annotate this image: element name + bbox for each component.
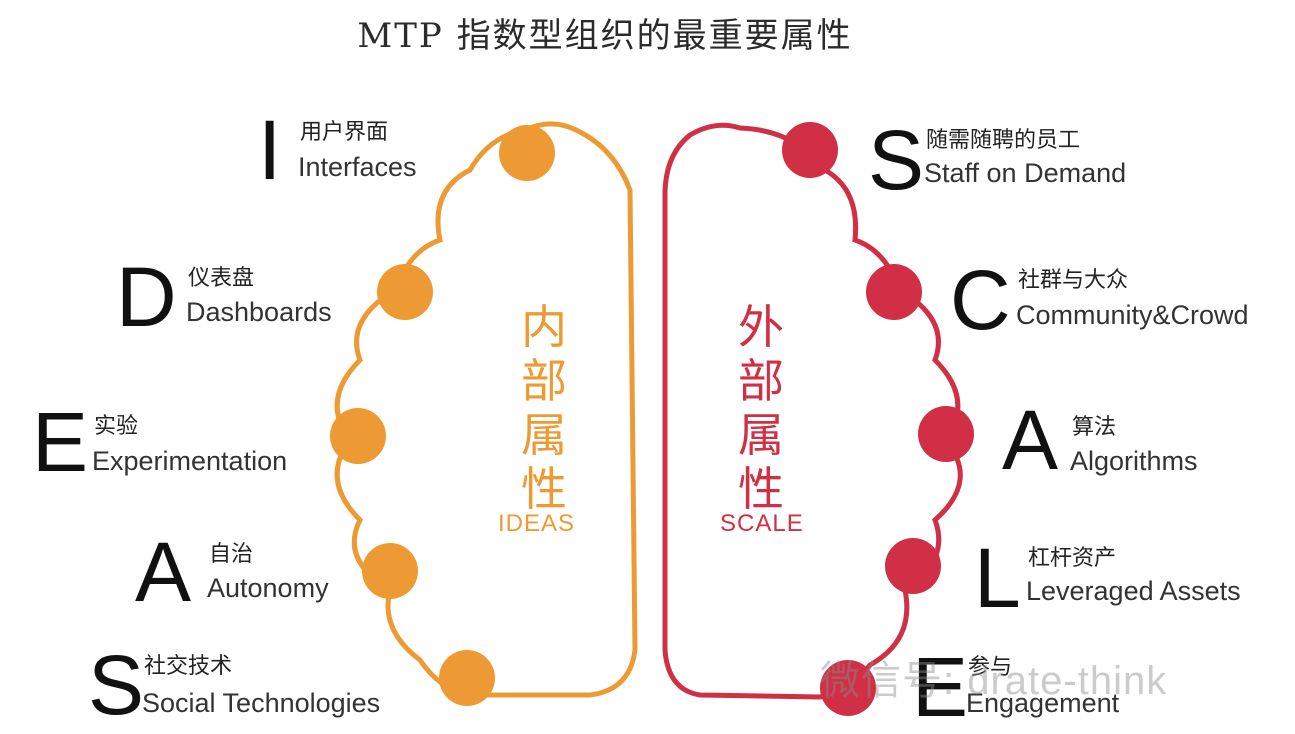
internal-letter-e: E [32,395,89,489]
internal-letter-a: A [135,525,192,619]
external-outline [662,122,963,700]
wechat-watermark: 微信号: drate-think [820,659,1168,703]
external-node-c [866,264,922,320]
external-zh-e: 参与 [968,654,1013,679]
internal-en-i: Interfaces [298,152,417,182]
internal-en-d: Dashboards [186,297,332,327]
external-letter-l: L [974,531,1021,625]
external-en-c: Community&Crowd [1016,300,1249,330]
internal-node-d [377,264,433,320]
internal-zh-s: 社交技术 [144,653,233,678]
external-en-e: Engagement [966,688,1120,718]
internal-outline [334,121,638,698]
internal-label-zh: 内部属性 [521,300,567,516]
external-letter-c: C [950,253,1011,347]
external-en-a: Algorithms [1070,446,1198,476]
internal-label-en: IDEAS [498,510,576,537]
diagram-title: MTP 指数型组织的最重要属性 [357,16,853,56]
internal-node-s [439,650,495,706]
internal-node-e [330,408,386,464]
external-letter-e: E [912,640,969,734]
external-en-l: Leveraged Assets [1026,576,1241,606]
external-letter-a: A [1002,393,1059,487]
external-en-s: Staff on Demand [924,158,1127,188]
internal-en-s: Social Technologies [142,688,381,718]
internal-letter-d: D [116,250,177,344]
external-label-en: SCALE [720,510,804,537]
external-zh-s: 随需随聘的员工 [926,127,1081,152]
internal-letter-s: S [88,638,145,732]
external-zh-c: 社群与大众 [1018,267,1129,292]
external-zh-l: 杠杆资产 [1028,545,1117,570]
external-label-zh: 外部属性 [738,300,784,516]
external-letter-s: S [868,113,925,207]
external-node-s [782,122,838,178]
external-zh-a: 算法 [1072,414,1117,439]
internal-zh-i: 用户界面 [300,119,389,144]
internal-zh-e: 实验 [94,413,139,438]
internal-letter-i: I [258,103,282,197]
internal-zh-a: 自治 [209,541,254,566]
internal-en-a: Autonomy [207,573,329,603]
external-node-e [820,660,876,716]
external-node-a [918,406,974,462]
internal-en-e: Experimentation [92,446,288,476]
external-node-l [885,538,941,594]
internal-node-i [499,125,555,181]
internal-zh-d: 仪表盘 [188,265,255,290]
internal-node-a [362,543,418,599]
